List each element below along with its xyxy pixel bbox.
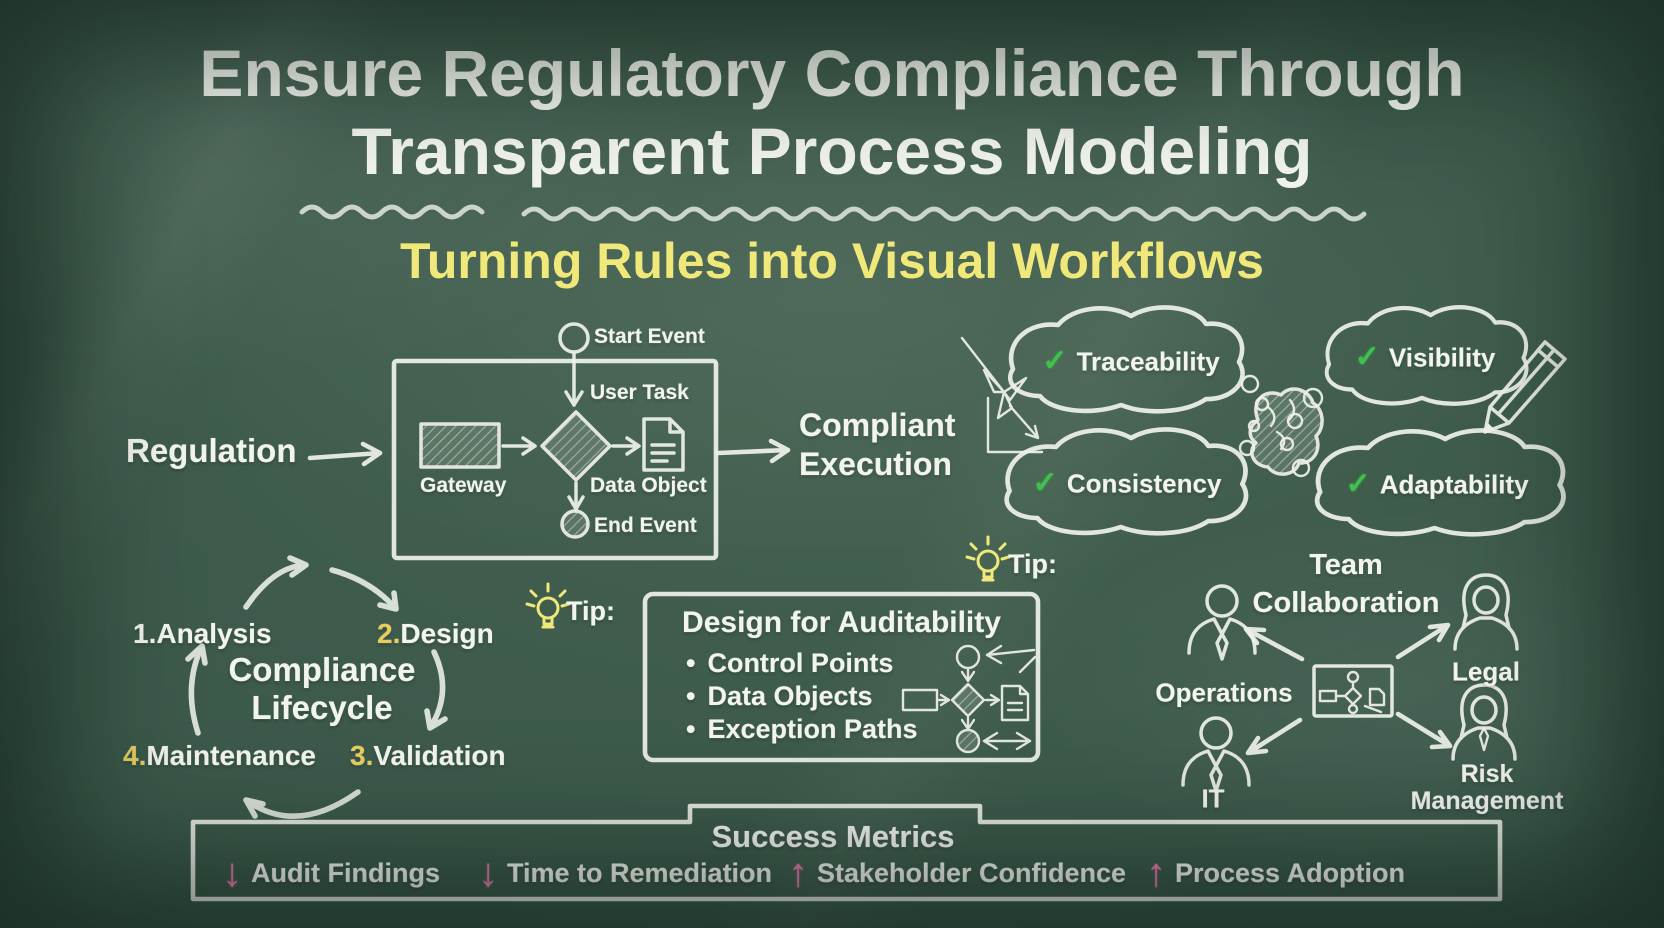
tip-label: Tip: (1008, 549, 1057, 579)
bullet-icon: • (686, 648, 696, 678)
collab-center-box (1312, 664, 1394, 718)
benefit-traceability: ✓Traceability (1042, 344, 1220, 378)
compliant-execution-label: Compliant Execution (799, 407, 956, 482)
success-metrics-title: Success Metrics (711, 819, 955, 854)
bpmn-diagram (391, 322, 791, 561)
brain-sketch (1248, 387, 1324, 476)
role-it: IT (1201, 783, 1225, 814)
metric-time-to-remediation: ↓ Time to Remediation (478, 851, 773, 895)
tip-label: Tip: (566, 596, 615, 626)
up-arrow-icon: ↑ (788, 851, 808, 895)
audit-box-title: Design for Auditability (682, 606, 1001, 639)
lightbulb-icon (525, 582, 571, 629)
user-task-label: User Task (590, 381, 689, 404)
risk-person-icon (1451, 683, 1517, 761)
page-subtitle: Turning Rules into Visual Workflows (400, 233, 1264, 289)
metric-stakeholder-confidence: ↑ Stakeholder Confidence (788, 851, 1127, 895)
check-icon: ✓ (1032, 466, 1058, 500)
end-event-icon (560, 509, 590, 539)
execution-arrow (715, 438, 791, 464)
task-shape (419, 422, 501, 469)
audit-bullet-exception-paths: •Exception Paths (686, 714, 918, 744)
start-event-icon (558, 322, 590, 354)
role-legal: Legal (1452, 656, 1520, 687)
lifecycle-step-analysis: 1.Analysis (133, 618, 272, 649)
lifecycle-step-maintenance: 4.Maintenance (123, 740, 316, 771)
legal-person-icon (1453, 573, 1519, 651)
up-arrow-icon: ↑ (1146, 851, 1166, 895)
check-icon: ✓ (1042, 344, 1068, 378)
audit-bullet-control-points: •Control Points (686, 648, 894, 678)
title-line-1: Ensure Regulatory Compliance Through (199, 36, 1465, 110)
data-object-label: Data Object (590, 474, 707, 497)
role-operations: Operations (1155, 677, 1293, 708)
down-arrow-icon: ↓ (478, 851, 498, 895)
benefit-consistency: ✓Consistency (1032, 466, 1222, 500)
regulation-arrow (307, 441, 383, 467)
gateway-shape (540, 410, 612, 482)
lightbulb-icon (965, 535, 1011, 582)
lifecycle-step-design: 2.Design (377, 618, 494, 649)
data-object-icon (642, 417, 685, 472)
pencil-sketch (1483, 340, 1567, 434)
benefit-adaptability: ✓Adaptability (1345, 467, 1529, 501)
operations-person-icon (1187, 584, 1257, 661)
windmill-sketch (960, 336, 1044, 454)
role-risk-management: Risk Management (1410, 760, 1564, 815)
down-arrow-icon: ↓ (222, 851, 242, 895)
title-wavy-underline (299, 204, 1367, 222)
team-collaboration-title: Team Collaboration (1252, 549, 1440, 619)
thought-bubble-dots (1238, 374, 1324, 478)
title-line-2: Transparent Process Modeling (351, 114, 1313, 188)
metric-process-adoption: ↑ Process Adoption (1146, 851, 1406, 895)
bullet-icon: • (686, 714, 696, 744)
lifecycle-step-validation: 3.Validation (350, 740, 506, 771)
benefit-visibility: ✓Visibility (1354, 340, 1496, 374)
end-event-label: End Event (594, 514, 697, 537)
start-event-label: Start Event (594, 325, 705, 348)
gateway-label: Gateway (420, 474, 507, 497)
check-icon: ✓ (1354, 340, 1380, 374)
bullet-icon: • (686, 681, 696, 711)
check-icon: ✓ (1345, 467, 1371, 501)
page-title: Ensure Regulatory Compliance Through Tra… (0, 34, 1664, 190)
metric-audit-findings: ↓ Audit Findings (222, 851, 440, 895)
mini-bpmn-sketch (901, 644, 1037, 754)
it-person-icon (1181, 716, 1251, 793)
audit-bullet-data-objects: •Data Objects (686, 681, 873, 711)
regulation-label: Regulation (126, 432, 297, 469)
lifecycle-title: Compliance Lifecycle (228, 651, 416, 726)
